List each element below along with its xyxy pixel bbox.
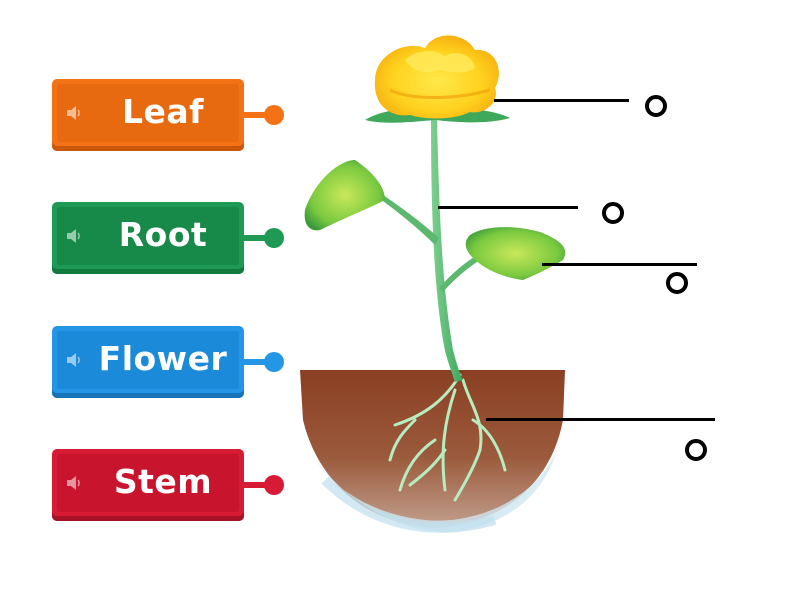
label-tile-flower[interactable]: Flower	[52, 326, 244, 398]
speaker-icon[interactable]	[66, 476, 82, 490]
leader-line	[494, 99, 629, 102]
drag-handle-leaf[interactable]	[244, 103, 284, 127]
label-tile-root[interactable]: Root	[52, 202, 244, 274]
drag-handle-stem[interactable]	[244, 473, 284, 497]
leader-line	[542, 263, 697, 266]
drop-target-ring[interactable]	[685, 439, 707, 461]
drop-target-ring[interactable]	[645, 95, 667, 117]
label-tile-stem[interactable]: Stem	[52, 449, 244, 521]
leader-line	[438, 206, 578, 209]
drag-handle-flower[interactable]	[244, 350, 284, 374]
label-text: Flower	[98, 339, 228, 378]
label-text: Stem	[113, 462, 213, 501]
drop-target-ring[interactable]	[602, 202, 624, 224]
plant-diagram-image	[300, 35, 566, 533]
drag-handle-root[interactable]	[244, 226, 284, 250]
speaker-icon[interactable]	[66, 229, 82, 243]
label-tile-leaf[interactable]: Leaf	[52, 79, 244, 151]
speaker-icon[interactable]	[66, 106, 82, 120]
speaker-icon[interactable]	[66, 353, 82, 367]
label-text: Root	[118, 215, 208, 254]
label-text: Leaf	[121, 92, 205, 131]
drop-target-ring[interactable]	[666, 272, 688, 294]
leader-line	[486, 418, 715, 421]
